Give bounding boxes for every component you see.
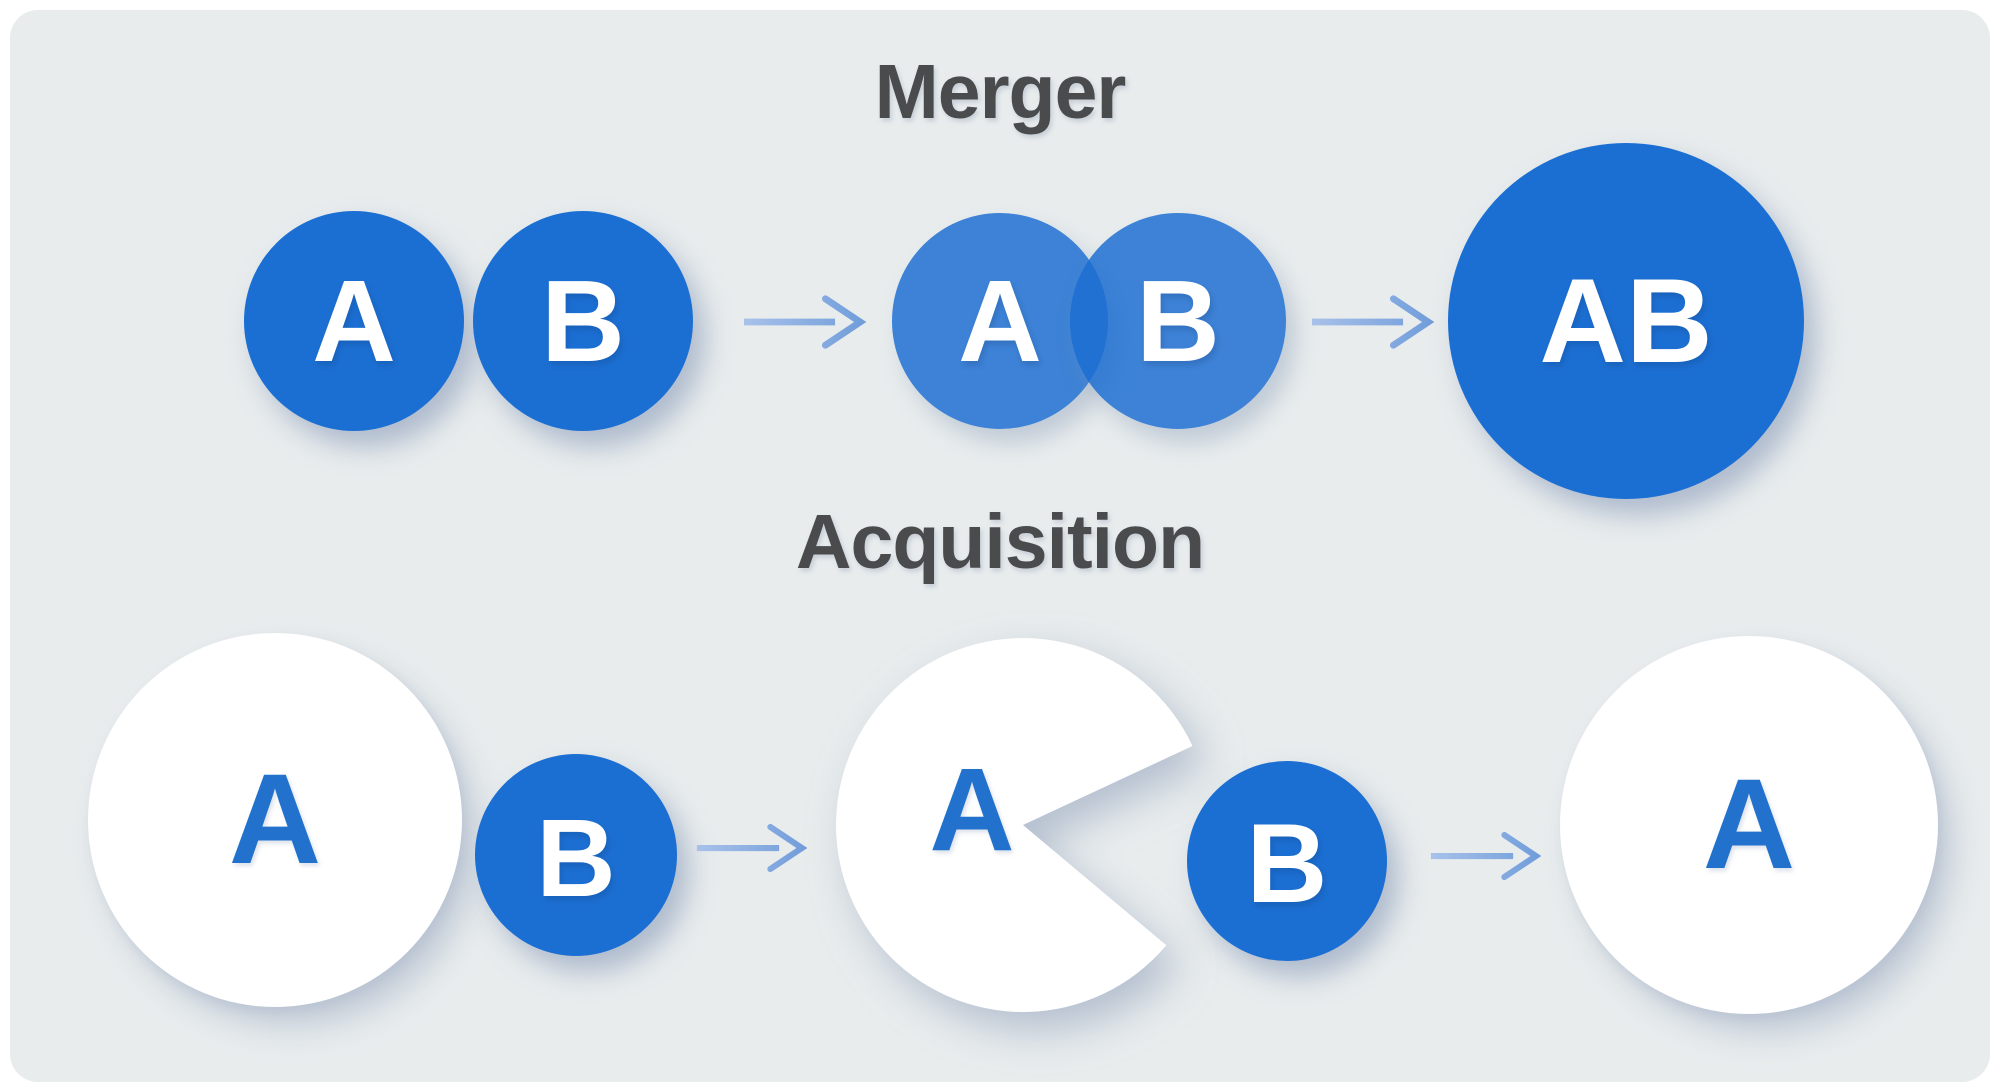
- merger-company-a-label: A: [312, 256, 396, 386]
- pacman-circle-icon: [836, 638, 1193, 1013]
- merger-company-b-label: B: [541, 256, 625, 386]
- diagram-canvas: Merger A B A B AB Acquisition A B A: [10, 10, 1990, 1082]
- merger-merged-company-label: AB: [1539, 254, 1713, 388]
- arrow-right-icon: [1430, 831, 1542, 881]
- acquisition-target-company-circle: B: [475, 754, 677, 956]
- merger-overlap-b-label: B: [1136, 256, 1220, 386]
- acquisition-target-company-mid-circle: B: [1187, 761, 1387, 961]
- merger-company-b-circle: B: [473, 211, 693, 431]
- arrow-right-icon: [743, 295, 867, 349]
- merger-overlap-a-label: A: [958, 256, 1042, 386]
- acquisition-target-company-label: B: [536, 797, 616, 920]
- merger-overlap-b-circle: B: [1070, 213, 1286, 429]
- acquisition-resulting-company-circle: A: [1560, 636, 1938, 1014]
- acquisition-acquiring-company-circle: A: [88, 633, 462, 1007]
- merger-merged-company-circle: AB: [1448, 143, 1804, 499]
- acquisition-target-company-mid-label: B: [1246, 801, 1328, 926]
- acquisition-resulting-company-label: A: [1702, 753, 1796, 896]
- acquisition-acquiring-company-label: A: [228, 748, 322, 891]
- merger-section-title: Merger: [874, 49, 1127, 135]
- merger-company-a-circle: A: [244, 211, 464, 431]
- acquisition-acquirer-bite-shape: A: [836, 638, 1210, 1013]
- acquisition-section-title: Acquisition: [795, 499, 1205, 585]
- acquisition-acquiring-company-mid-label: A: [929, 744, 1015, 876]
- arrow-right-icon: [1311, 295, 1435, 349]
- arrow-right-icon: [696, 823, 808, 873]
